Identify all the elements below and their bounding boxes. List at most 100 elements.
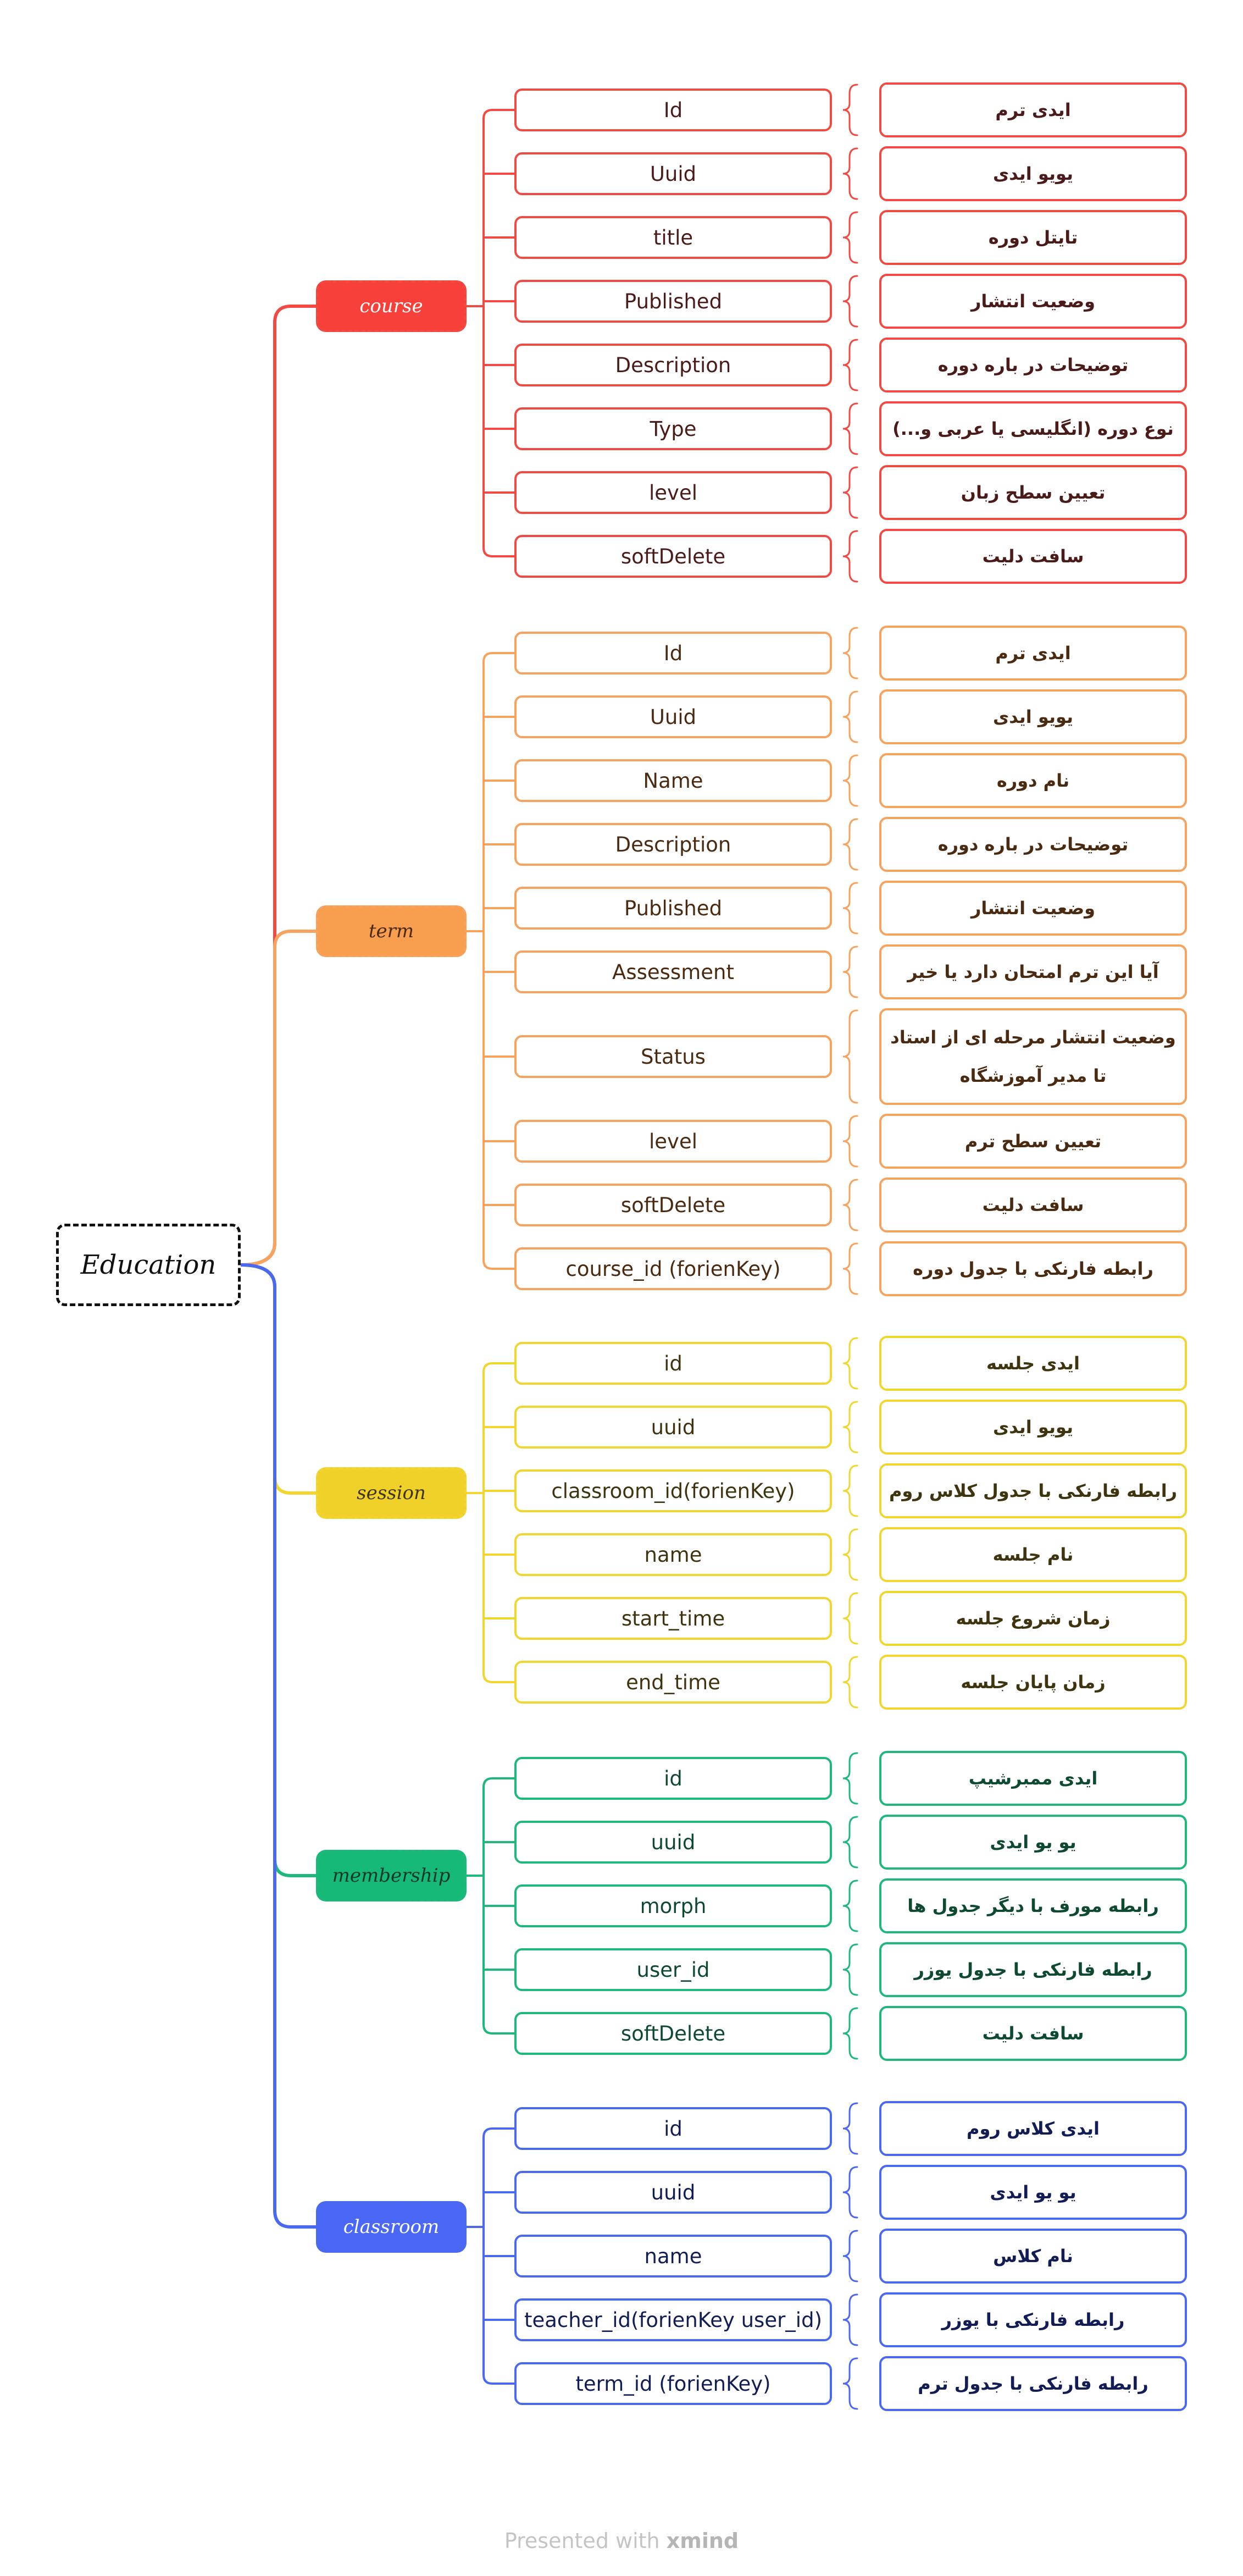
field-session-end-time[interactable]: end_time xyxy=(514,1661,832,1704)
brace-session-4 xyxy=(842,1592,858,1645)
brace-session-2 xyxy=(842,1464,858,1517)
field-course-level[interactable]: level xyxy=(514,471,832,514)
field-session-name[interactable]: name xyxy=(514,1533,832,1576)
field-classroom-teacher-id-forienkey-user-id[interactable]: teacher_id(forienKey user_id) xyxy=(514,2298,832,2341)
description-course-title[interactable]: تایتل دوره xyxy=(879,210,1187,265)
description-course-id[interactable]: ایدی ترم xyxy=(879,82,1187,137)
brace-term-4 xyxy=(842,882,858,935)
field-membership-morph[interactable]: morph xyxy=(514,1884,832,1927)
brace-classroom-2 xyxy=(842,2230,858,2282)
description-classroom-uuid[interactable]: یو یو ایدی xyxy=(879,2165,1187,2220)
description-term-published[interactable]: وضعیت انتشار xyxy=(879,881,1187,936)
field-session-uuid[interactable]: uuid xyxy=(514,1406,832,1449)
description-term-assessment[interactable]: آیا این ترم امتحان دارد یا خیر xyxy=(879,944,1187,999)
description-session-end-time[interactable]: زمان پایان جلسه xyxy=(879,1655,1187,1710)
description-course-level[interactable]: تعیین سطح زبان xyxy=(879,465,1187,520)
field-course-type[interactable]: Type xyxy=(514,407,832,450)
description-course-description[interactable]: توضیحات در باره دوره xyxy=(879,338,1187,393)
tick-membership-4 xyxy=(482,2024,515,2035)
field-term-assessment[interactable]: Assessment xyxy=(514,950,832,993)
field-term-published[interactable]: Published xyxy=(514,887,832,930)
topic-term[interactable]: term xyxy=(316,905,467,957)
description-membership-softdelete[interactable]: سافت دلیت xyxy=(879,2006,1187,2061)
tick-session-5 xyxy=(482,1672,515,1683)
field-classroom-term-id-forienkey[interactable]: term_id (forienKey) xyxy=(514,2362,832,2405)
description-session-id[interactable]: ایدی جلسه xyxy=(879,1336,1187,1391)
description-session-start-time[interactable]: زمان شروع جلسه xyxy=(879,1591,1187,1646)
description-course-type[interactable]: نوع دوره (انگلیسی یا عربی و...) xyxy=(879,401,1187,456)
description-membership-user-id[interactable]: رابطه فارنکی با جدول یوزر xyxy=(879,1942,1187,1997)
description-term-level[interactable]: تعیین سطح ترم xyxy=(879,1114,1187,1169)
description-classroom-id[interactable]: ایدی کلاس روم xyxy=(879,2101,1187,2156)
field-course-softdelete[interactable]: softDelete xyxy=(514,535,832,578)
tick-session-0 xyxy=(482,1362,515,1373)
brace-membership-3 xyxy=(842,1943,858,1996)
field-term-name[interactable]: Name xyxy=(514,759,832,802)
description-classroom-term-id-forienkey[interactable]: رابطه فارنکی با جدول ترم xyxy=(879,2356,1187,2411)
description-term-description[interactable]: توضیحات در باره دوره xyxy=(879,817,1187,872)
root-topic-education[interactable]: Education xyxy=(56,1224,241,1306)
field-session-id[interactable]: id xyxy=(514,1342,832,1385)
description-session-classroom-id-forienkey[interactable]: رابطه فارنکی با جدول کلاس روم xyxy=(879,1463,1187,1518)
description-term-softdelete[interactable]: سافت دلیت xyxy=(879,1178,1187,1232)
brace-course-4 xyxy=(842,339,858,391)
description-term-id[interactable]: ایدی ترم xyxy=(879,626,1187,681)
description-session-uuid[interactable]: یویو ایدی xyxy=(879,1400,1187,1455)
topic-membership[interactable]: membership xyxy=(316,1850,467,1901)
field-term-status[interactable]: Status xyxy=(514,1035,832,1078)
topic-session[interactable]: session xyxy=(316,1467,467,1519)
brace-course-2 xyxy=(842,211,858,264)
field-classroom-uuid[interactable]: uuid xyxy=(514,2171,832,2214)
brace-session-1 xyxy=(842,1401,858,1453)
field-term-level[interactable]: level xyxy=(514,1120,832,1163)
field-classroom-id[interactable]: id xyxy=(514,2107,832,2150)
brace-term-9 xyxy=(842,1242,858,1295)
brace-course-6 xyxy=(842,466,858,519)
field-session-start-time[interactable]: start_time xyxy=(514,1597,832,1640)
field-term-description[interactable]: Description xyxy=(514,823,832,866)
connector-root-classroom xyxy=(239,1263,318,2229)
description-classroom-teacher-id-forienkey-user-id[interactable]: رابطه فارنکی با یوزر xyxy=(879,2292,1187,2347)
field-course-description[interactable]: Description xyxy=(514,344,832,386)
field-term-course-id-forienkey[interactable]: course_id (forienKey) xyxy=(514,1247,832,1290)
description-session-name[interactable]: نام جلسه xyxy=(879,1527,1187,1582)
brace-membership-2 xyxy=(842,1880,858,1932)
footer-prefix: Presented with xyxy=(504,2529,660,2553)
field-membership-user-id[interactable]: user_id xyxy=(514,1948,832,1991)
description-membership-id[interactable]: ایدی ممبرشیپ xyxy=(879,1751,1187,1806)
brace-term-0 xyxy=(842,627,858,679)
description-membership-uuid[interactable]: یو یو ایدی xyxy=(879,1815,1187,1870)
description-term-course-id-forienkey[interactable]: رابطه فارنکی با جدول دوره xyxy=(879,1241,1187,1296)
brace-term-1 xyxy=(842,690,858,743)
description-classroom-name[interactable]: نام کلاس xyxy=(879,2229,1187,2284)
topic-classroom[interactable]: classroom xyxy=(316,2201,467,2253)
brace-membership-4 xyxy=(842,2007,858,2060)
brace-course-3 xyxy=(842,275,858,328)
field-term-id[interactable]: Id xyxy=(514,632,832,675)
topic-course[interactable]: course xyxy=(316,280,467,332)
field-course-id[interactable]: Id xyxy=(514,89,832,131)
field-membership-id[interactable]: id xyxy=(514,1757,832,1800)
description-course-softdelete[interactable]: سافت دلیت xyxy=(879,529,1187,584)
description-term-name[interactable]: نام دوره xyxy=(879,753,1187,808)
brace-session-0 xyxy=(842,1337,858,1390)
description-term-status[interactable]: وضعیت انتشار مرحله ای از استاد تا مدیر آ… xyxy=(879,1008,1187,1105)
field-course-published[interactable]: Published xyxy=(514,280,832,323)
field-session-classroom-id-forienkey[interactable]: classroom_id(forienKey) xyxy=(514,1469,832,1512)
connector-root-session xyxy=(239,1263,318,1495)
field-membership-uuid[interactable]: uuid xyxy=(514,1821,832,1864)
field-membership-softdelete[interactable]: softDelete xyxy=(514,2012,832,2055)
description-membership-morph[interactable]: رابطه مورف با دیگر جدول ها xyxy=(879,1878,1187,1933)
brace-session-5 xyxy=(842,1656,858,1709)
description-course-uuid[interactable]: یویو ایدی xyxy=(879,146,1187,201)
brace-membership-1 xyxy=(842,1816,858,1869)
field-course-title[interactable]: title xyxy=(514,216,832,259)
field-term-uuid[interactable]: Uuid xyxy=(514,695,832,738)
description-term-uuid[interactable]: یویو ایدی xyxy=(879,689,1187,744)
field-course-uuid[interactable]: Uuid xyxy=(514,152,832,195)
field-classroom-name[interactable]: name xyxy=(514,2235,832,2278)
description-course-published[interactable]: وضعیت انتشار xyxy=(879,274,1187,329)
brace-term-5 xyxy=(842,946,858,998)
field-term-softdelete[interactable]: softDelete xyxy=(514,1184,832,1226)
